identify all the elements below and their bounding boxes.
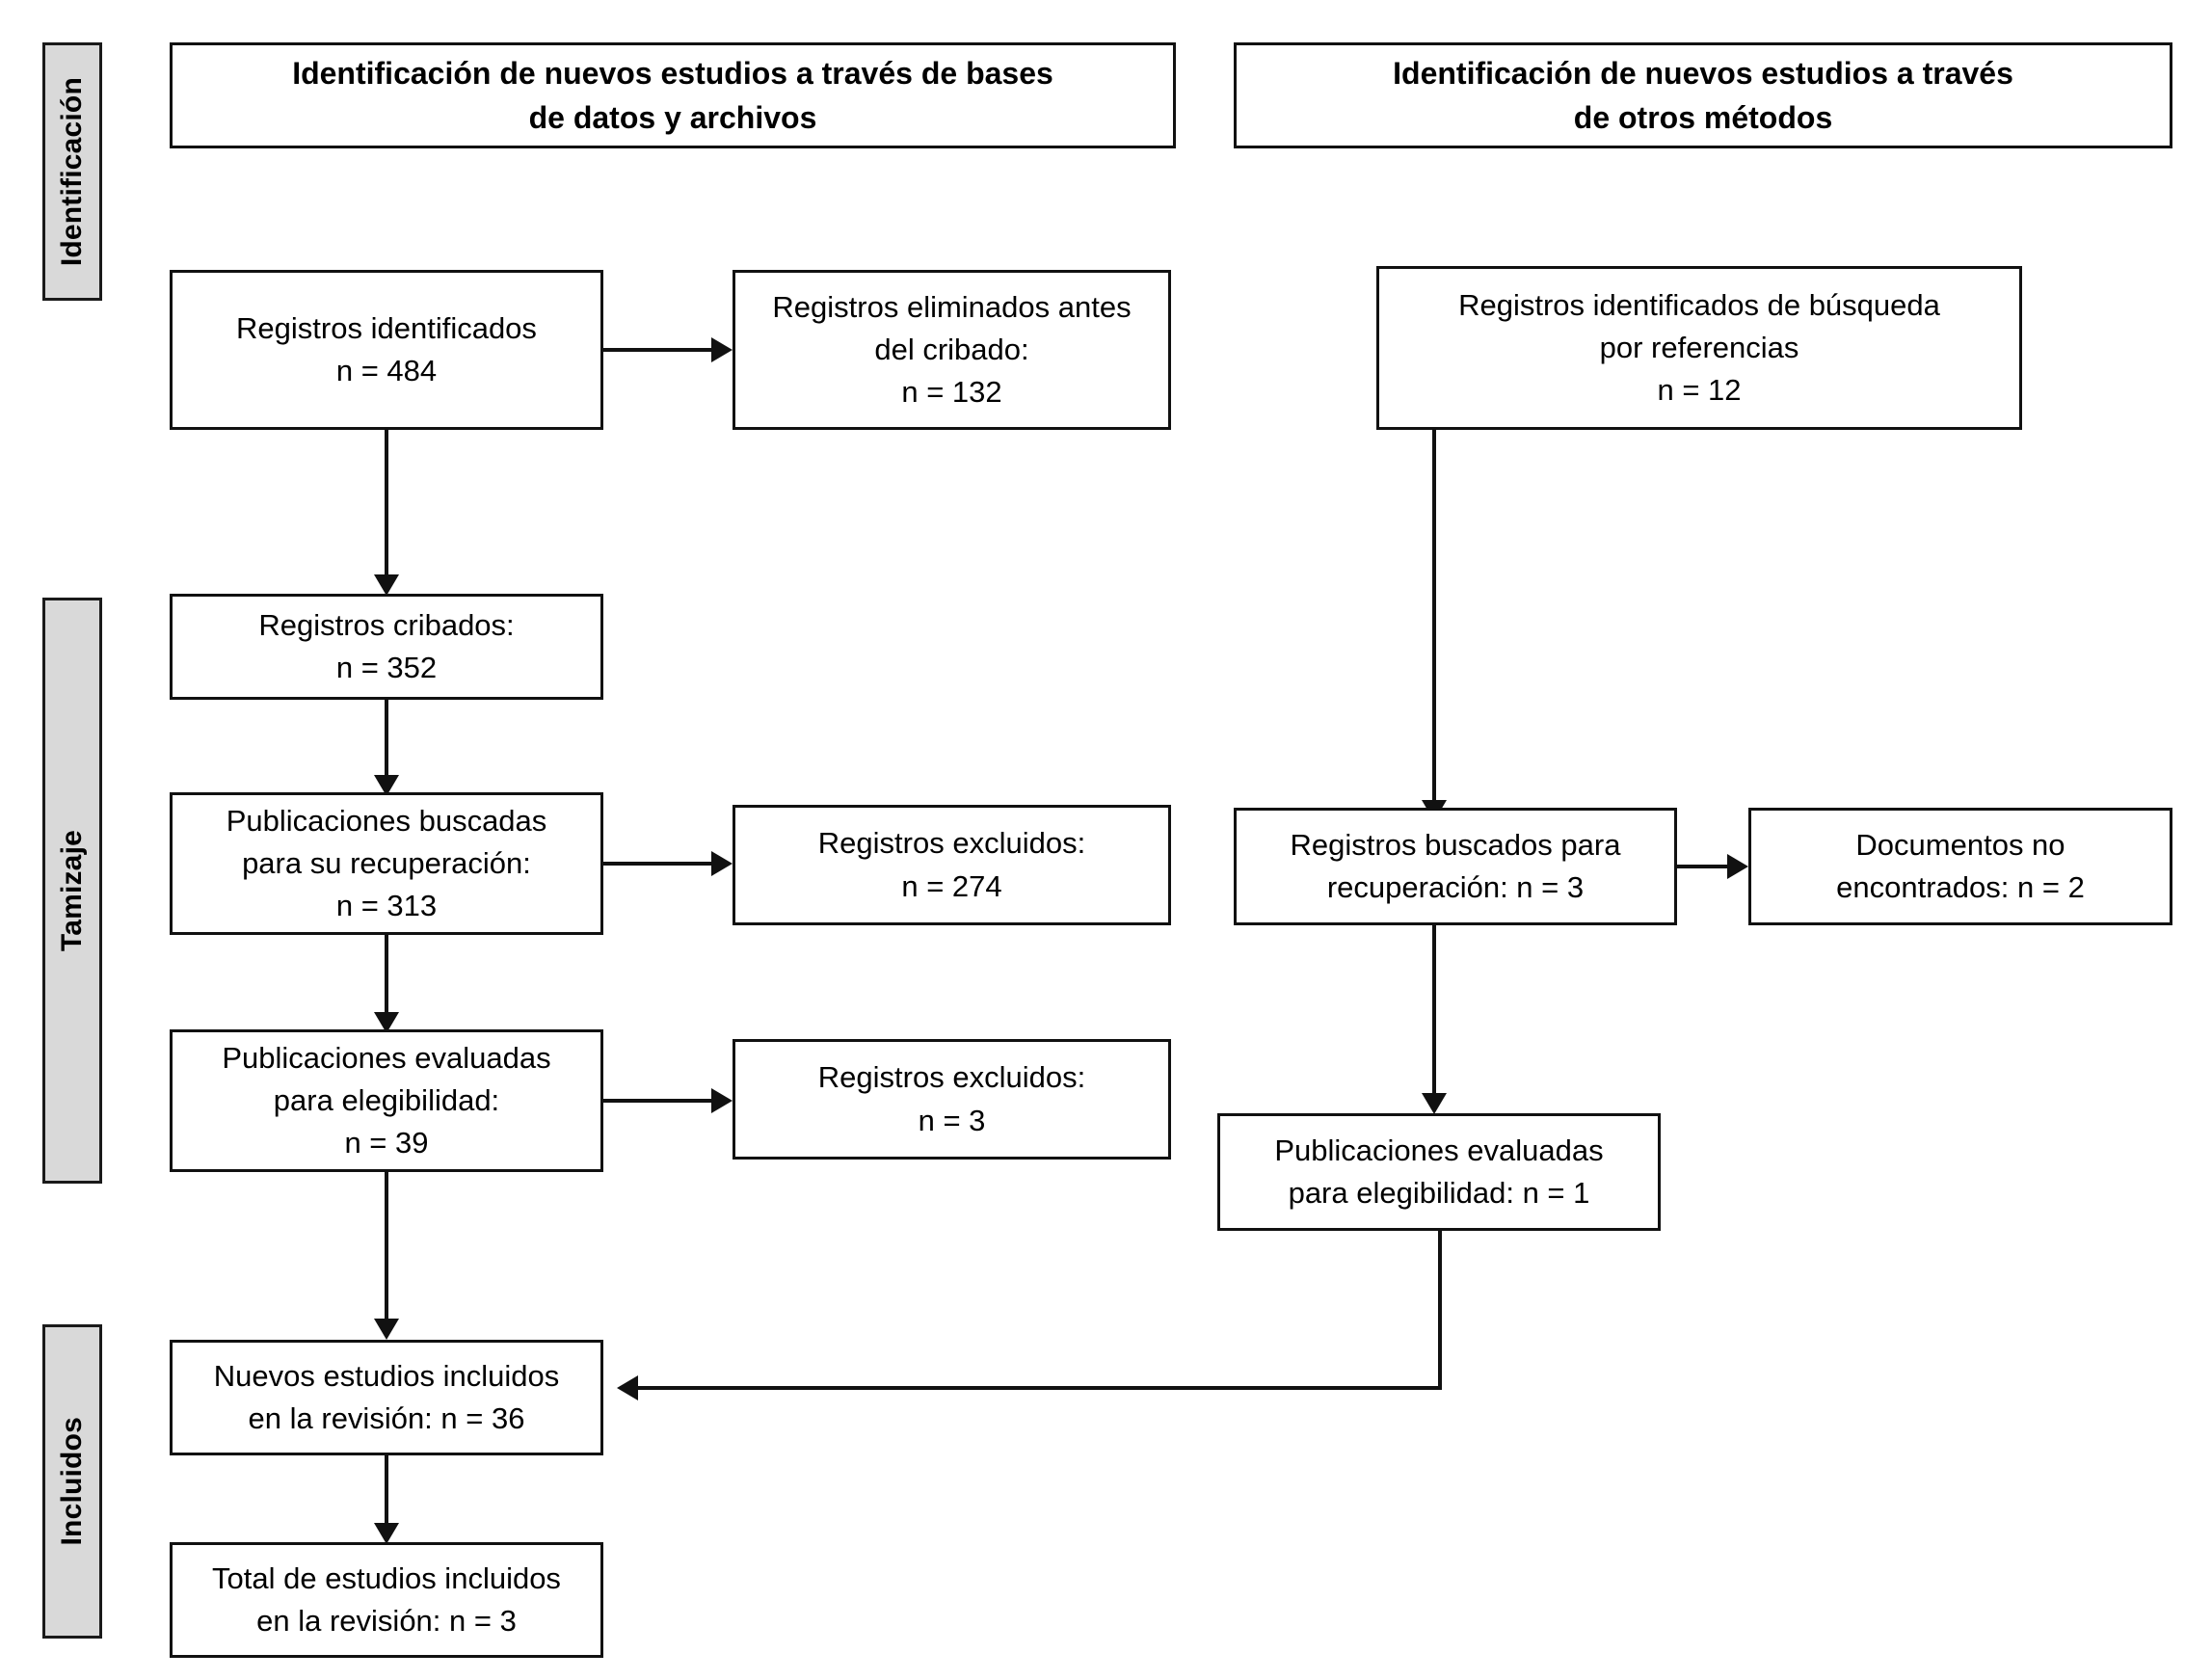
node-records-excluded-1: Registros excluidos: n = 274	[733, 805, 1171, 925]
stage-band-tamizaje: Tamizaje	[42, 598, 102, 1184]
node-new-studies-included: Nuevos estudios incluidos en la revisión…	[170, 1340, 603, 1455]
node-records-removed: Registros eliminados antes del cribado: …	[733, 270, 1171, 430]
arrowhead-sought-to-excluded-1	[711, 851, 733, 876]
node-reports-sought-text: Publicaciones buscadas para su recuperac…	[226, 803, 547, 922]
stage-band-label-tamizaje: Tamizaje	[56, 829, 88, 952]
stage-band-incluidos: Incluidos	[42, 1324, 102, 1639]
arrowhead-assessed-other-to-new-studies	[617, 1375, 638, 1400]
edge-sought-other-to-not-retrieved	[1677, 865, 1727, 868]
node-records-identified: Registros identificados n = 484	[170, 270, 603, 430]
node-records-excluded-2: Registros excluidos: n = 3	[733, 1039, 1171, 1160]
arrowhead-new-studies-to-total	[374, 1523, 399, 1544]
node-new-studies-included-text: Nuevos estudios incluidos en la revisión…	[213, 1358, 560, 1435]
node-total-studies-included-text: Total de estudios incluidos en la revisi…	[212, 1560, 561, 1638]
edge-assessed-other-elbow-horizontal	[638, 1386, 1442, 1390]
node-reports-sought: Publicaciones buscadas para su recuperac…	[170, 792, 603, 935]
node-records-identified-references: Registros identificados de búsqueda por …	[1376, 266, 2022, 430]
stage-band-label-incluidos: Incluidos	[56, 1417, 88, 1546]
arrowhead-sought-other-to-not-retrieved	[1727, 854, 1748, 879]
node-records-screened: Registros cribados: n = 352	[170, 594, 603, 700]
header-text-databases: Identificación de nuevos estudios a trav…	[292, 55, 1053, 135]
arrowhead-identified-to-removed	[711, 337, 733, 362]
node-records-screened-text: Registros cribados: n = 352	[258, 607, 515, 684]
header-box-databases: Identificación de nuevos estudios a trav…	[170, 42, 1176, 148]
edge-screened-to-sought	[385, 700, 388, 781]
edge-identified-to-removed	[603, 348, 711, 352]
arrowhead-assessed-to-new-studies	[374, 1319, 399, 1340]
edge-assessed-to-excluded-2	[603, 1099, 711, 1103]
edge-references-to-sought-other	[1432, 430, 1436, 808]
stage-band-identificacion: Identificación	[42, 42, 102, 301]
node-reports-sought-other-text: Registros buscados para recuperación: n …	[1290, 827, 1621, 904]
edge-assessed-to-new-studies	[385, 1172, 388, 1324]
node-records-identified-text: Registros identificados n = 484	[236, 310, 537, 387]
node-reports-not-retrieved-text: Documentos no encontrados: n = 2	[1836, 827, 2085, 904]
stage-band-label-identificacion: Identificación	[56, 76, 88, 267]
edge-new-studies-to-total	[385, 1455, 388, 1529]
edge-sought-other-to-assessed-other	[1432, 925, 1436, 1101]
edge-sought-to-assessed	[385, 935, 388, 1018]
arrowhead-screened-to-sought	[374, 775, 399, 796]
node-records-identified-references-text: Registros identificados de búsqueda por …	[1458, 287, 1940, 407]
arrowhead-identified-to-screened	[374, 574, 399, 596]
node-reports-sought-other: Registros buscados para recuperación: n …	[1234, 808, 1677, 925]
node-reports-assessed-other: Publicaciones evaluadas para elegibilida…	[1217, 1113, 1661, 1231]
node-total-studies-included: Total de estudios incluidos en la revisi…	[170, 1542, 603, 1658]
node-reports-assessed-text: Publicaciones evaluadas para elegibilida…	[222, 1040, 551, 1160]
node-reports-not-retrieved: Documentos no encontrados: n = 2	[1748, 808, 2172, 925]
header-box-other-methods: Identificación de nuevos estudios a trav…	[1234, 42, 2172, 148]
arrowhead-sought-to-assessed	[374, 1012, 399, 1033]
arrowhead-assessed-to-excluded-2	[711, 1088, 733, 1113]
node-reports-assessed-other-text: Publicaciones evaluadas para elegibilida…	[1274, 1133, 1604, 1210]
edge-sought-to-excluded-1	[603, 862, 711, 866]
edge-assessed-other-elbow-vertical	[1438, 1231, 1442, 1390]
node-records-removed-text: Registros eliminados antes del cribado: …	[772, 289, 1132, 409]
node-records-excluded-1-text: Registros excluidos: n = 274	[817, 826, 1086, 903]
node-records-excluded-2-text: Registros excluidos: n = 3	[817, 1060, 1086, 1137]
edge-identified-to-screened	[385, 430, 388, 580]
arrowhead-sought-other-to-assessed-other	[1422, 1093, 1447, 1114]
header-text-other-methods: Identificación de nuevos estudios a trav…	[1393, 55, 2013, 135]
node-reports-assessed: Publicaciones evaluadas para elegibilida…	[170, 1029, 603, 1172]
